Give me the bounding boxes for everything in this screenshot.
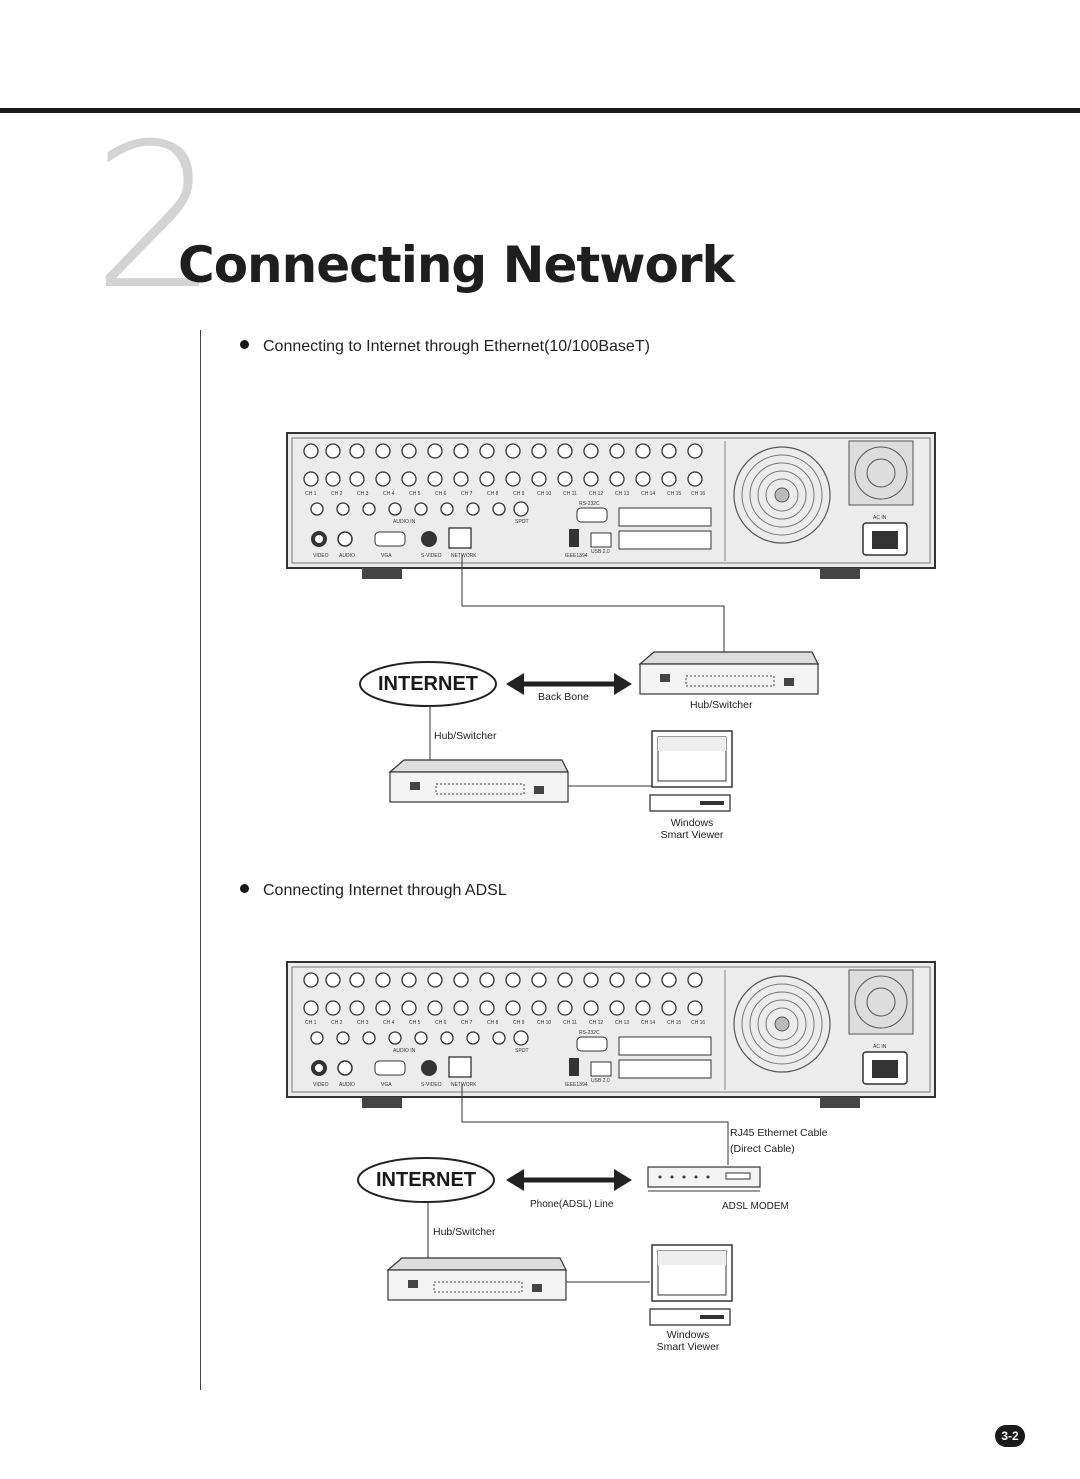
cable-label-line2: (Direct Cable)	[730, 1143, 795, 1155]
left-margin-rule	[200, 330, 201, 1390]
section-heading-adsl: Connecting Internet through ADSL	[240, 882, 507, 900]
page-number: 3-2	[995, 1425, 1025, 1447]
hub-switcher-icon-left	[389, 759, 569, 803]
viewer-label-2b: Smart Viewer	[656, 1341, 720, 1353]
chapter-number: 2	[92, 101, 219, 334]
viewer-label-1b: Smart Viewer	[660, 829, 724, 841]
viewer-label-1a: Windows	[670, 817, 714, 829]
hub-switcher-label-right: Hub/Switcher	[690, 699, 753, 711]
adsl-modem-icon	[647, 1166, 761, 1192]
chapter-title: Connecting Network	[178, 236, 735, 294]
dvr-rear-panel-1	[286, 432, 936, 580]
section-heading-text: Connecting to Internet through Ethernet(…	[263, 338, 650, 355]
windows-pc-icon-1	[649, 730, 733, 812]
adsl-line-label: Phone(ADSL) Line	[530, 1199, 614, 1210]
internet-label-2: INTERNET	[376, 1169, 476, 1191]
hub-switcher-icon-right	[639, 651, 819, 695]
hub-switcher-icon-adsl	[387, 1257, 567, 1301]
section-heading-ethernet: Connecting to Internet through Ethernet(…	[240, 338, 650, 356]
hub-switcher-label-adsl: Hub/Switcher	[433, 1226, 496, 1238]
top-rule	[0, 108, 1080, 113]
bullet-icon	[240, 884, 249, 894]
cable-label-line1: RJ45 Ethernet Cable	[730, 1127, 828, 1139]
bullet-icon	[240, 340, 249, 350]
windows-pc-icon-2	[649, 1244, 733, 1326]
section-heading-text: Connecting Internet through ADSL	[263, 882, 507, 899]
hub-switcher-label-left: Hub/Switcher	[434, 730, 497, 742]
viewer-label-2a: Windows	[666, 1329, 710, 1341]
backbone-label: Back Bone	[538, 691, 589, 703]
adsl-modem-label: ADSL MODEM	[722, 1201, 789, 1212]
internet-label-1: INTERNET	[378, 673, 478, 695]
dvr-rear-panel-2	[286, 961, 936, 1109]
